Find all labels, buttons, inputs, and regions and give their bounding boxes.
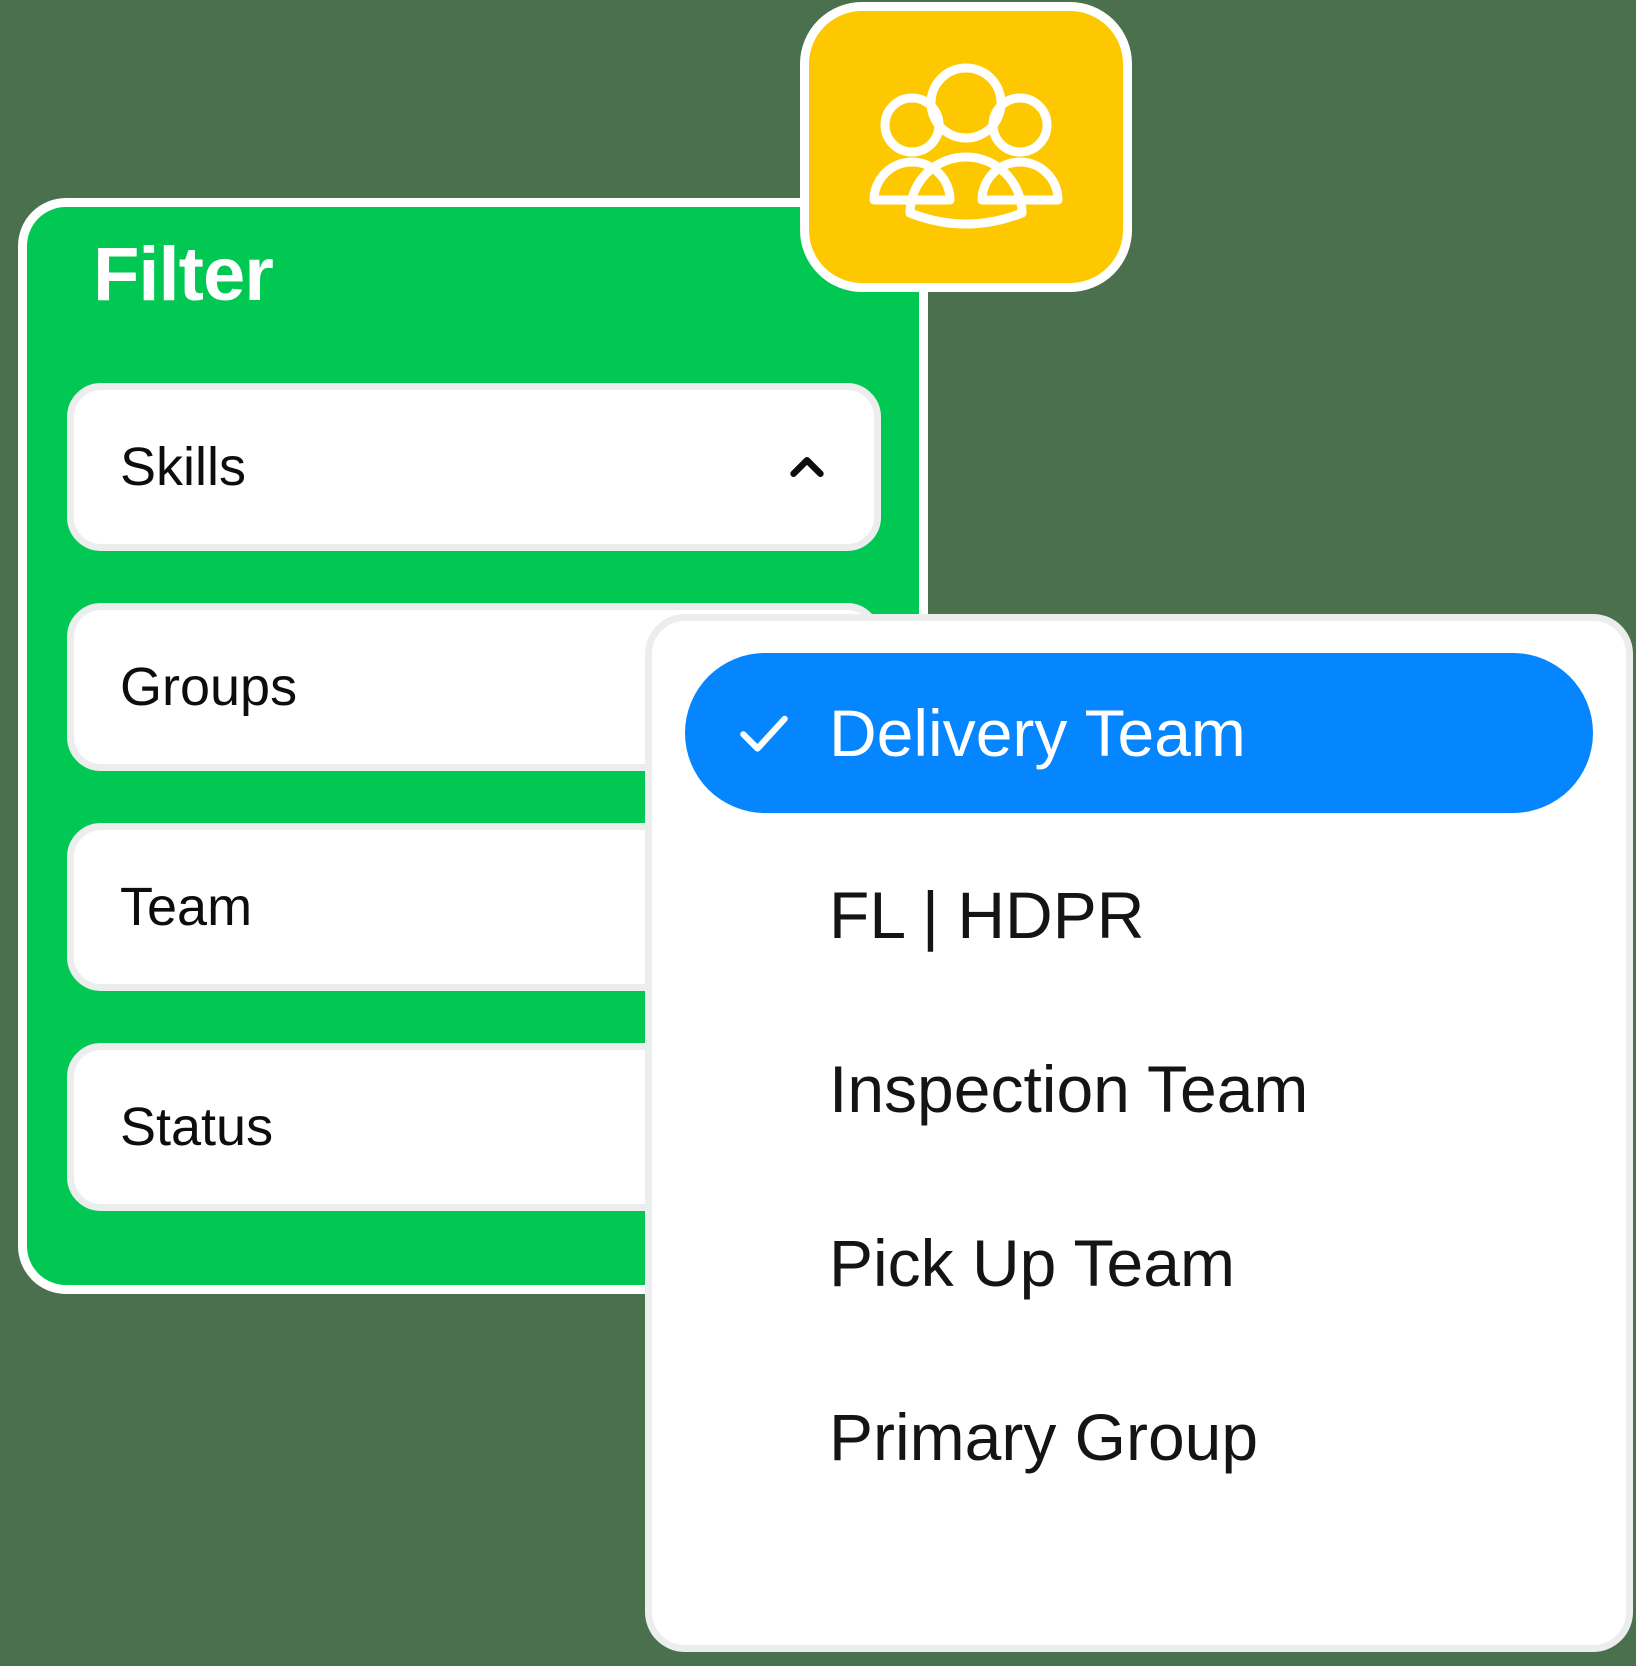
dropdown-option-list: Delivery Team FL | HDPR Inspection Team …: [652, 621, 1626, 1645]
dropdown-option-delivery-team[interactable]: Delivery Team: [685, 653, 1593, 813]
people-group-icon-card: [800, 2, 1132, 292]
filter-field-skills-label: Skills: [120, 437, 247, 497]
filter-field-status-label: Status: [120, 1097, 274, 1157]
check-icon: [733, 702, 795, 764]
filter-field-groups-label: Groups: [120, 657, 298, 717]
filter-field-team-label: Team: [120, 877, 253, 937]
dropdown-option-fl-hdpr[interactable]: FL | HDPR: [685, 835, 1593, 995]
dropdown-option-label: Primary Group: [829, 1400, 1259, 1474]
dropdown-option-label: Inspection Team: [829, 1052, 1309, 1126]
page-title: Filter: [93, 232, 274, 317]
dropdown-option-label: FL | HDPR: [829, 878, 1145, 952]
team-dropdown-menu[interactable]: Delivery Team FL | HDPR Inspection Team …: [645, 614, 1633, 1652]
dropdown-option-pick-up-team[interactable]: Pick Up Team: [685, 1183, 1593, 1343]
dropdown-option-inspection-team[interactable]: Inspection Team: [685, 1009, 1593, 1169]
people-group-icon: [866, 61, 1066, 233]
dropdown-option-label: Delivery Team: [829, 696, 1246, 770]
dropdown-option-primary-group[interactable]: Primary Group: [685, 1357, 1593, 1517]
dropdown-option-label: Pick Up Team: [829, 1226, 1235, 1300]
chevron-up-icon[interactable]: [784, 444, 830, 490]
filter-field-skills[interactable]: Skills: [67, 383, 881, 551]
